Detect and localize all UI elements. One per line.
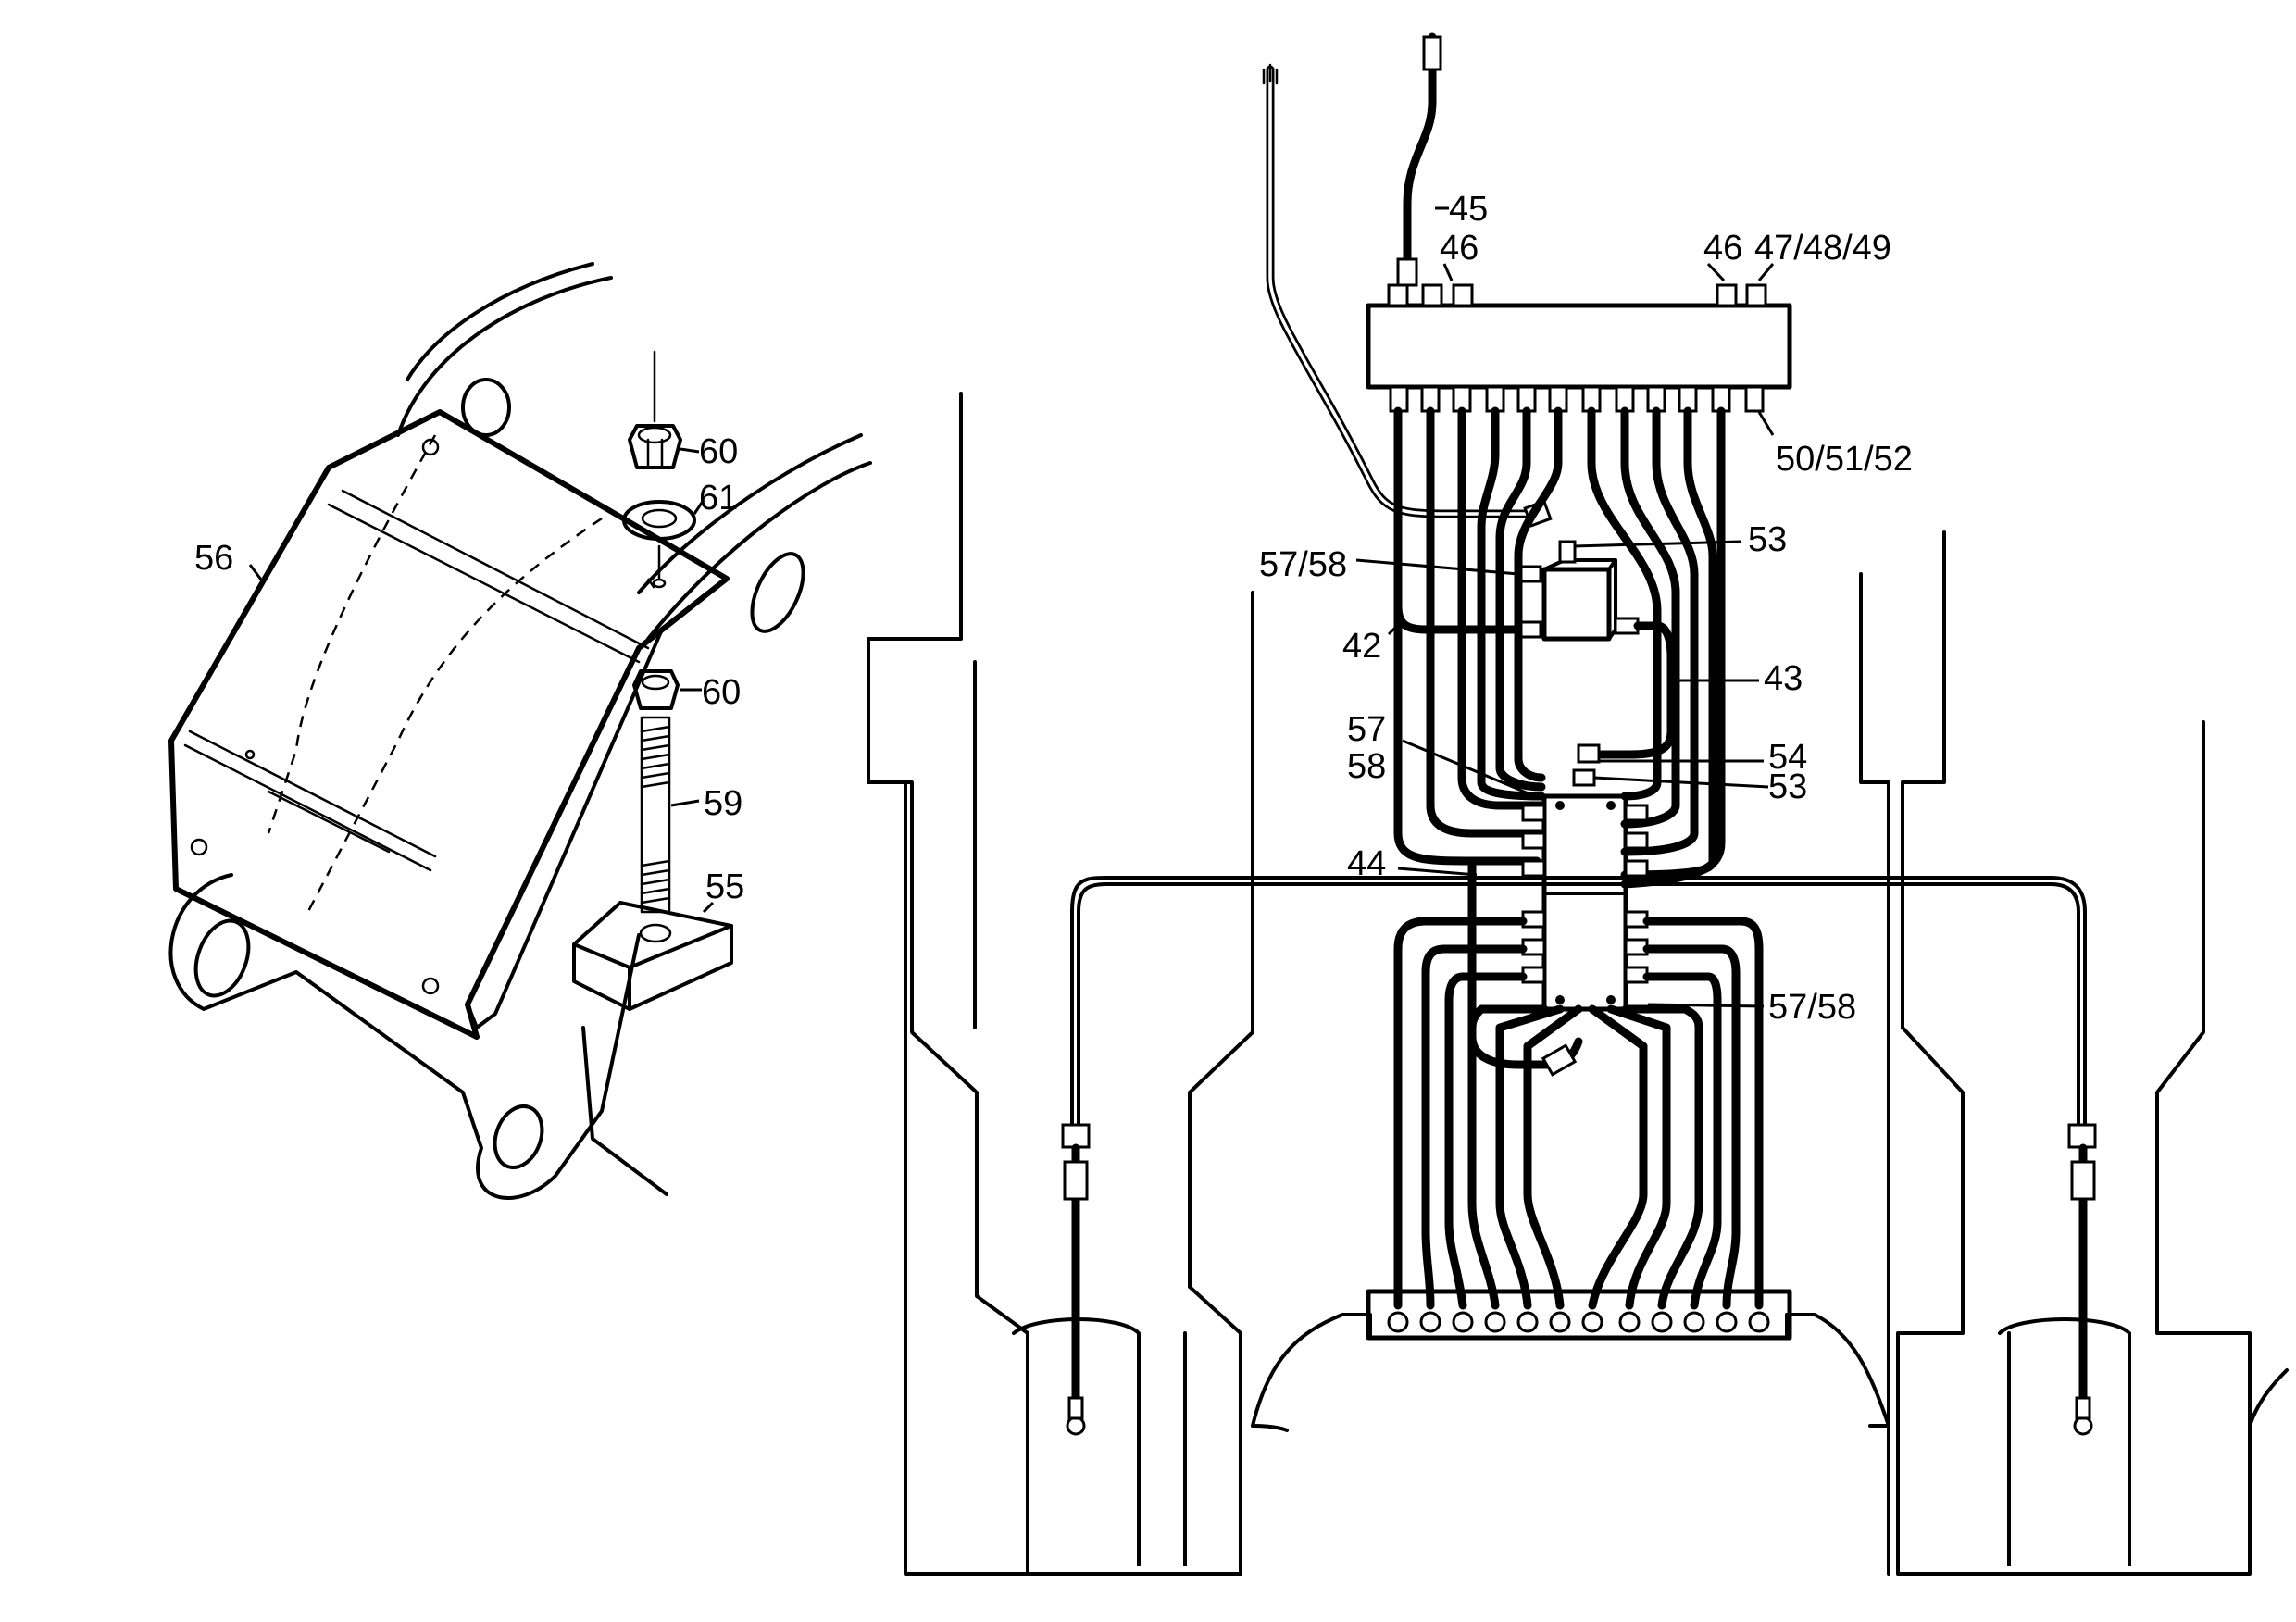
cross-pipe <box>1061 876 2097 1436</box>
callout-45: 45 <box>1449 190 1488 229</box>
cover-bracket <box>168 409 730 1040</box>
callout-46-right: 46 <box>1703 229 1742 268</box>
callout-60-top: 60 <box>699 432 738 471</box>
callout-56: 56 <box>194 539 233 578</box>
callout-54: 54 <box>1768 738 1807 777</box>
central-distribution-block <box>1521 793 1649 1012</box>
callout-42: 42 <box>1342 627 1381 666</box>
callout-57-58-lower: 57/58 <box>1768 988 1856 1027</box>
valve-block <box>1516 499 1640 642</box>
callout-55: 55 <box>705 867 744 906</box>
hose-bundle-lower <box>1393 856 1764 1310</box>
callout-58: 58 <box>1347 747 1386 786</box>
upper-manifold-top-fittings <box>1387 283 1767 307</box>
callout-labels: 56 60 61 60 59 55 45 46 46 47/48/49 50/5… <box>194 190 1913 1027</box>
right-view-leaders <box>1355 206 1775 1008</box>
upper-manifold <box>1366 283 1792 413</box>
fastener-stack <box>572 350 733 1011</box>
callout-43: 43 <box>1764 659 1803 698</box>
callout-57-58-top: 57/58 <box>1259 545 1347 584</box>
callout-57: 57 <box>1347 710 1386 749</box>
callout-59: 59 <box>704 784 742 823</box>
callout-53-lower: 53 <box>1768 767 1807 806</box>
callout-46-left: 46 <box>1440 229 1479 268</box>
supply-hose <box>1396 32 1442 287</box>
bracket-detail-view <box>168 262 872 1200</box>
callout-50-51-52: 50/51/52 <box>1776 440 1913 479</box>
callout-60-lower: 60 <box>702 673 741 712</box>
hose-routing-view <box>867 32 2289 1576</box>
lower-manifold <box>1366 1289 1792 1341</box>
callout-61: 61 <box>699 479 738 518</box>
hose-bundle-upper <box>1393 406 1726 889</box>
upper-manifold-bottom-fittings <box>1389 385 1765 413</box>
callout-47-48-49: 47/48/49 <box>1754 229 1891 268</box>
callout-53-top: 53 <box>1748 520 1787 559</box>
callout-44: 44 <box>1347 844 1386 883</box>
